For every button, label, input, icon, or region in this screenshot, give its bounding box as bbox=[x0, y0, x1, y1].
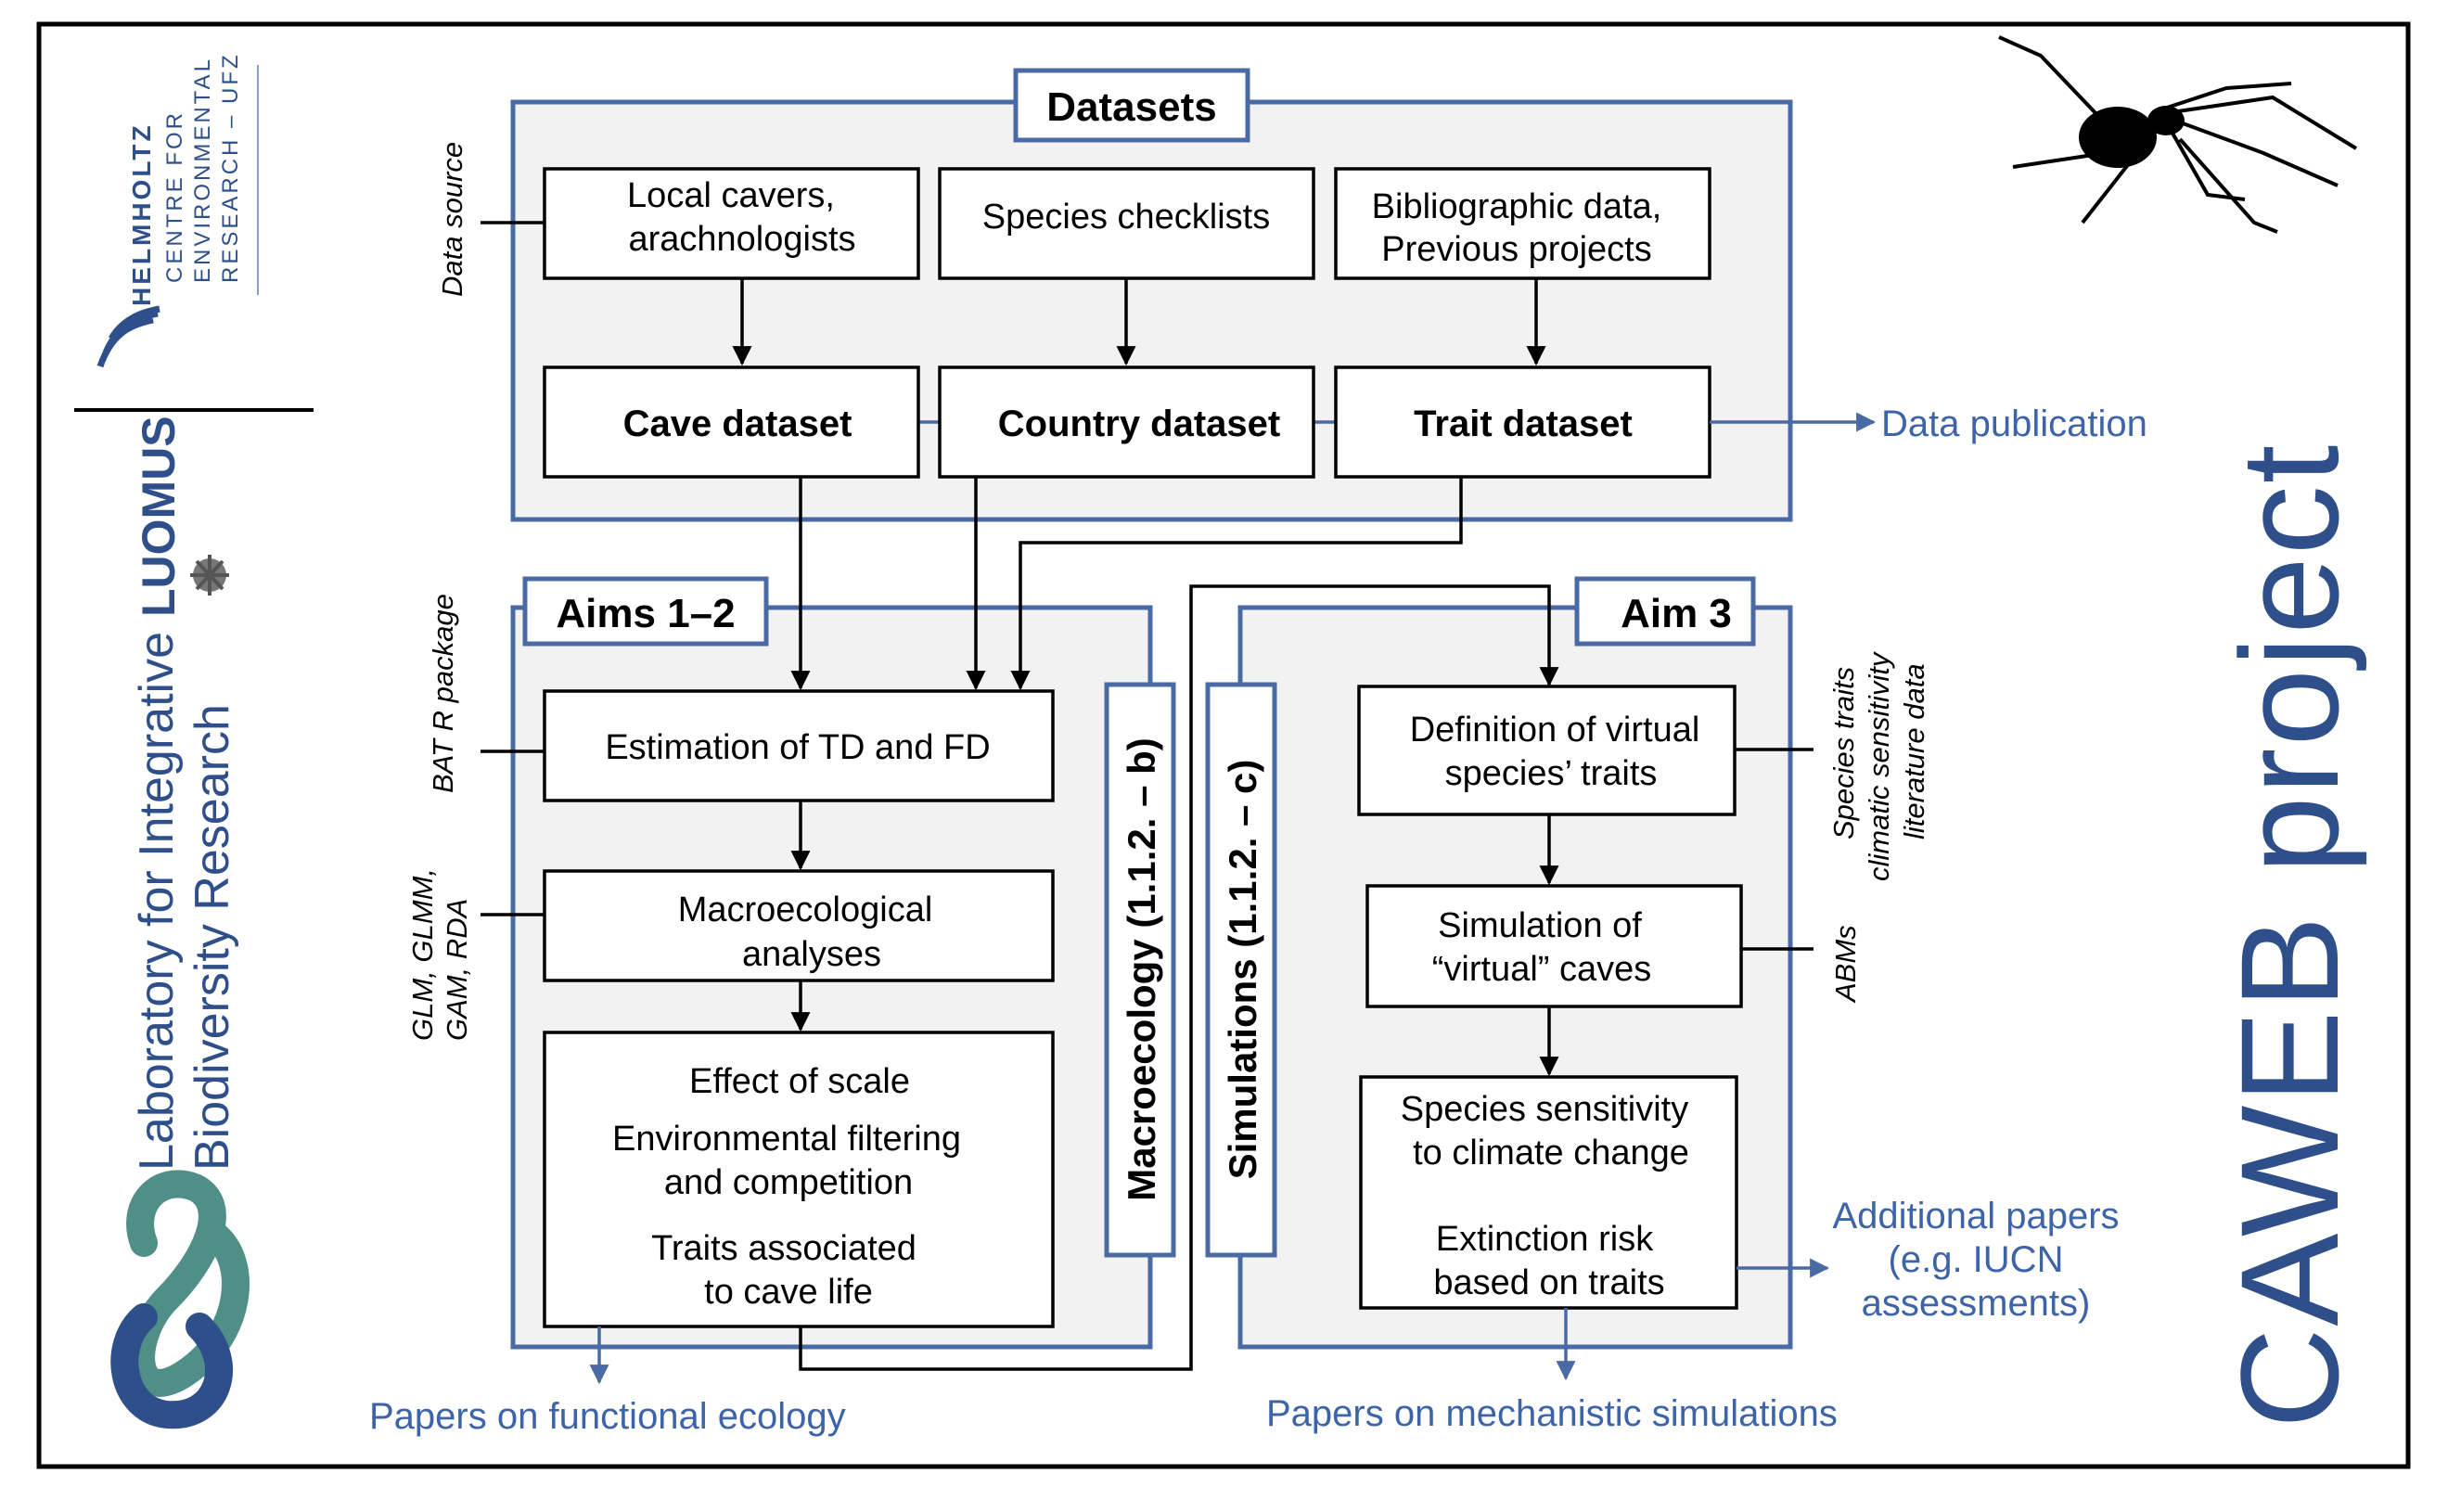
results-box bbox=[543, 1031, 1055, 1328]
macro-box bbox=[543, 869, 1055, 982]
luomus-emblem-icon bbox=[190, 555, 229, 596]
tool-bat: BAT R package bbox=[427, 594, 459, 793]
papers-functional-ecology: Papers on functional ecology bbox=[369, 1396, 846, 1437]
definition-line1: Definition of virtual bbox=[1410, 711, 1700, 750]
extinction-line1: Extinction risk bbox=[1436, 1220, 1654, 1259]
extinction-line2: based on traits bbox=[1433, 1263, 1664, 1302]
simulation-line2: “virtual” caves bbox=[1432, 950, 1652, 989]
sensitivity-line1: Species sensitivity bbox=[1401, 1090, 1688, 1129]
envfilter-line2: and competition bbox=[664, 1163, 913, 1202]
country-dataset: Country dataset bbox=[998, 404, 1281, 444]
aim3-title: Aim 3 bbox=[1621, 591, 1732, 636]
side-abms: ABMs bbox=[1829, 925, 1862, 1004]
side-species-traits: Species traits bbox=[1827, 667, 1860, 839]
tool-glm-line2: GAM, RDA bbox=[441, 899, 473, 1041]
source-local-line2: arachnologists bbox=[628, 220, 855, 259]
arrow-trait-to-estimation bbox=[1010, 477, 1463, 691]
datasets-header bbox=[1013, 68, 1250, 143]
aims12-title: Aims 1–2 bbox=[556, 591, 735, 636]
aim3-header bbox=[1574, 576, 1756, 647]
cave-dataset: Cave dataset bbox=[623, 404, 852, 444]
additional-line2: (e.g. IUCN bbox=[1889, 1239, 2064, 1280]
helmholtz-line2: CENTRE FOR bbox=[162, 110, 187, 283]
trait-dataset: Trait dataset bbox=[1414, 404, 1633, 444]
datasets-title: Datasets bbox=[1046, 84, 1216, 130]
aims12-header bbox=[522, 576, 769, 647]
traits-line1: Traits associated bbox=[651, 1229, 916, 1268]
estimation: Estimation of TD and FD bbox=[605, 728, 990, 767]
simulation-box bbox=[1365, 884, 1743, 1008]
helmholtz-line4: RESEARCH – UFZ bbox=[218, 52, 243, 283]
helmholtz-swoosh-icon bbox=[96, 305, 160, 368]
source-checklists: Species checklists bbox=[982, 198, 1270, 237]
macroecology-label: Macroecology (1.1.2. – b) bbox=[1120, 737, 1163, 1201]
definition-box bbox=[1357, 685, 1737, 816]
source-local-line1: Local cavers, bbox=[627, 176, 835, 215]
additional-line1: Additional papers bbox=[1832, 1196, 2119, 1237]
macro-line1: Macroecological bbox=[678, 891, 933, 929]
estimation-box bbox=[543, 689, 1055, 802]
additional-line3: assessments) bbox=[1862, 1283, 2091, 1324]
cave-dataset-box bbox=[543, 365, 920, 479]
papers-mechanistic: Papers on mechanistic simulations bbox=[1266, 1393, 1838, 1434]
sensitivity-line2: to climate change bbox=[1413, 1134, 1689, 1172]
spider-icon bbox=[1998, 35, 2358, 234]
source-local-box bbox=[543, 167, 920, 280]
simulation-line1: Simulation of bbox=[1438, 906, 1642, 945]
trait-dataset-box bbox=[1334, 365, 1711, 479]
macroecology-bar bbox=[1104, 682, 1176, 1258]
tool-glm-line1: GLM, GLMM, bbox=[406, 868, 439, 1041]
sensitivity-box bbox=[1359, 1075, 1738, 1310]
traits-line2: to cave life bbox=[704, 1273, 873, 1312]
project-title: CAWEB project bbox=[2211, 443, 2367, 1429]
effect-of-scale: Effect of scale bbox=[689, 1062, 910, 1101]
lab-name-line1: Laboratory for Integrative bbox=[130, 632, 184, 1171]
envfilter-line1: Environmental filtering bbox=[612, 1120, 961, 1159]
helmholtz-line3: ENVIRONMENTAL bbox=[190, 57, 215, 283]
lab-infinity-logo-icon bbox=[110, 1170, 250, 1429]
definition-line2: species’ traits bbox=[1445, 754, 1658, 793]
side-literature-data: literature data bbox=[1898, 663, 1930, 839]
outer-frame bbox=[36, 21, 2411, 1469]
source-biblio-line2: Previous projects bbox=[1381, 230, 1651, 269]
country-dataset-box bbox=[938, 365, 1315, 479]
side-climatic-sensitivity: climatic sensitivity bbox=[1863, 650, 1895, 881]
source-checklists-box bbox=[938, 167, 1315, 280]
helmholtz-logo: HELMHOLTZ CENTRE FOR ENVIRONMENTAL RESEA… bbox=[96, 52, 259, 368]
data-publication: Data publication bbox=[1881, 404, 2147, 444]
helmholtz-line1: HELMHOLTZ bbox=[127, 122, 156, 306]
source-biblio-box bbox=[1334, 167, 1711, 280]
data-source-label: Data source bbox=[436, 142, 468, 297]
lab-name-line2: Biodiversity Research bbox=[186, 704, 239, 1171]
luomus-logo: LUOMUS bbox=[133, 416, 185, 617]
source-biblio-line1: Bibliographic data, bbox=[1372, 187, 1662, 226]
simulations-bar bbox=[1205, 682, 1277, 1258]
arrow-results-to-definition bbox=[799, 584, 1559, 1371]
simulations-label: Simulations (1.1.2. – c) bbox=[1221, 760, 1264, 1180]
macro-line2: analyses bbox=[742, 935, 881, 974]
